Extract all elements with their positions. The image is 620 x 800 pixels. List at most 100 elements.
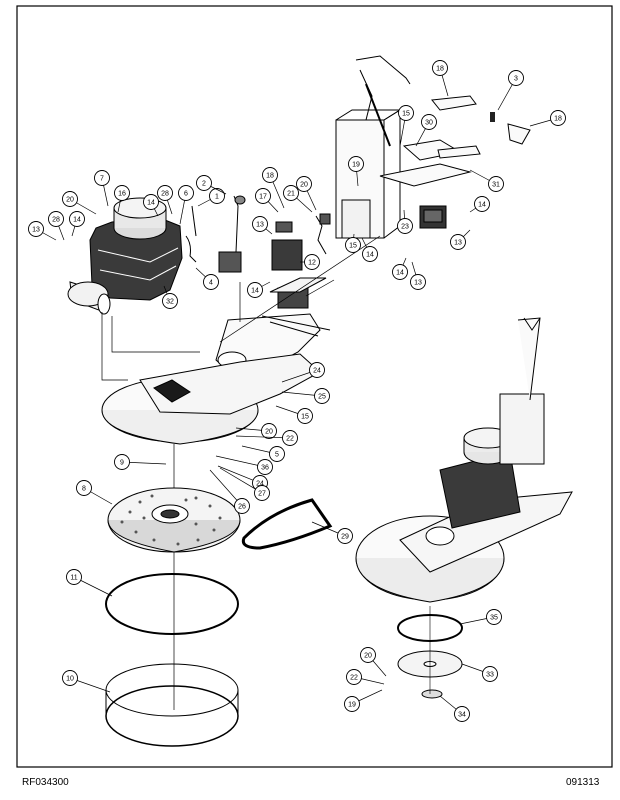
callout-bubble	[62, 191, 78, 207]
callout-number: 4	[209, 280, 213, 287]
callout-bubble	[257, 459, 273, 475]
callout-number: 35	[490, 615, 498, 622]
callout-bubble	[28, 221, 44, 237]
callout-c23: 23	[397, 209, 413, 234]
callout-number: 24	[313, 368, 321, 375]
callout-number: 20	[364, 653, 372, 660]
callout-bubble	[296, 176, 312, 192]
shroud-housing	[101, 353, 321, 445]
callout-c14d: 14	[361, 237, 378, 262]
callout-c14c: 14	[247, 281, 271, 298]
callout-number: 36	[261, 465, 269, 472]
callout-bubble	[348, 156, 364, 172]
callout-bubble	[450, 234, 466, 250]
switch-box	[419, 205, 447, 229]
callout-c32: 32	[162, 285, 178, 309]
callout-bubble	[454, 706, 470, 722]
callout-number: 13	[32, 227, 40, 234]
callout-c15c: 15	[275, 405, 313, 424]
callout-number: 22	[350, 675, 358, 682]
callout-number: 14	[396, 270, 404, 277]
callout-bubble	[345, 237, 361, 253]
callout-number: 32	[166, 299, 174, 306]
callout-bubble	[269, 446, 285, 462]
callout-number: 29	[341, 534, 349, 541]
callout-number: 22	[286, 436, 294, 443]
callout-bubble	[362, 246, 378, 262]
callout-c17: 17	[255, 188, 279, 213]
callout-number: 18	[436, 66, 444, 73]
callout-number: 14	[251, 288, 259, 295]
callout-c28a: 28	[48, 211, 65, 241]
bracket-18b	[507, 123, 531, 145]
callout-bubble	[309, 362, 325, 378]
callout-c20a: 20	[62, 191, 97, 215]
pad-ring	[105, 573, 239, 635]
bracket-18a	[431, 95, 477, 111]
callout-c14b: 14	[143, 194, 159, 217]
callout-c33: 33	[461, 663, 498, 682]
callout-c15b: 15	[345, 233, 361, 253]
callout-number: 21	[287, 191, 295, 198]
drawing-number: RF034300	[22, 777, 69, 788]
callout-c29: 29	[311, 521, 353, 544]
callout-c20b: 20	[296, 176, 317, 211]
callout-c35: 35	[459, 609, 502, 625]
callout-c8: 8	[76, 480, 113, 505]
callout-number: 15	[301, 414, 309, 421]
callout-bubble	[203, 274, 219, 290]
handle-plate-30	[402, 139, 481, 161]
callout-c6: 6	[178, 185, 194, 225]
battery-assembly	[269, 221, 327, 309]
callout-c13b: 13	[252, 216, 273, 235]
callout-number: 6	[184, 191, 188, 198]
callout-c34: 34	[439, 695, 470, 722]
diagram-border	[16, 5, 613, 768]
callout-bubble	[62, 670, 78, 686]
callout-number: 15	[349, 243, 357, 250]
callout-bubble	[550, 110, 566, 126]
callout-c30: 30	[415, 114, 437, 147]
callout-bubble	[410, 274, 426, 290]
callout-number: 8	[82, 486, 86, 493]
callout-c19a: 19	[348, 156, 364, 187]
callout-bubble	[94, 170, 110, 186]
callout-number: 16	[118, 191, 126, 198]
callout-bubble	[314, 388, 330, 404]
callout-c2: 2	[196, 175, 227, 195]
callout-c4: 4	[195, 267, 219, 290]
pad-driver	[107, 487, 241, 553]
callout-c14a: 14	[69, 211, 85, 237]
callout-c14f: 14	[469, 196, 490, 213]
callout-number: 28	[52, 217, 60, 224]
callout-number: 25	[318, 394, 326, 401]
callout-c13a: 13	[28, 221, 57, 241]
callout-bubble	[143, 194, 159, 210]
callout-number: 26	[238, 504, 246, 511]
callout-number: 9	[120, 460, 124, 467]
splash-skirt	[105, 663, 239, 747]
callout-c26: 26	[209, 469, 250, 514]
callout-c18b: 18	[432, 60, 449, 97]
callout-bubble	[282, 430, 298, 446]
callout-number: 13	[256, 222, 264, 229]
callout-bubble	[66, 569, 82, 585]
callout-bubble	[474, 196, 490, 212]
throttle-linkage	[185, 195, 246, 273]
callout-c13c: 13	[450, 229, 471, 250]
callout-c16: 16	[114, 185, 130, 213]
callout-c19b: 19	[344, 689, 383, 712]
callout-number: 13	[454, 240, 462, 247]
callout-number: 10	[66, 676, 74, 683]
washer	[421, 689, 443, 699]
relay-harness	[315, 213, 331, 255]
part-3	[490, 112, 495, 122]
callout-bubble	[360, 647, 376, 663]
callout-number: 14	[147, 200, 155, 207]
callout-c15a: 15	[398, 105, 414, 147]
callout-c1: 1	[197, 188, 225, 207]
callout-number: 20	[66, 197, 74, 204]
callout-bubble	[297, 408, 313, 424]
callout-number: 5	[275, 452, 279, 459]
callout-number: 14	[366, 252, 374, 259]
